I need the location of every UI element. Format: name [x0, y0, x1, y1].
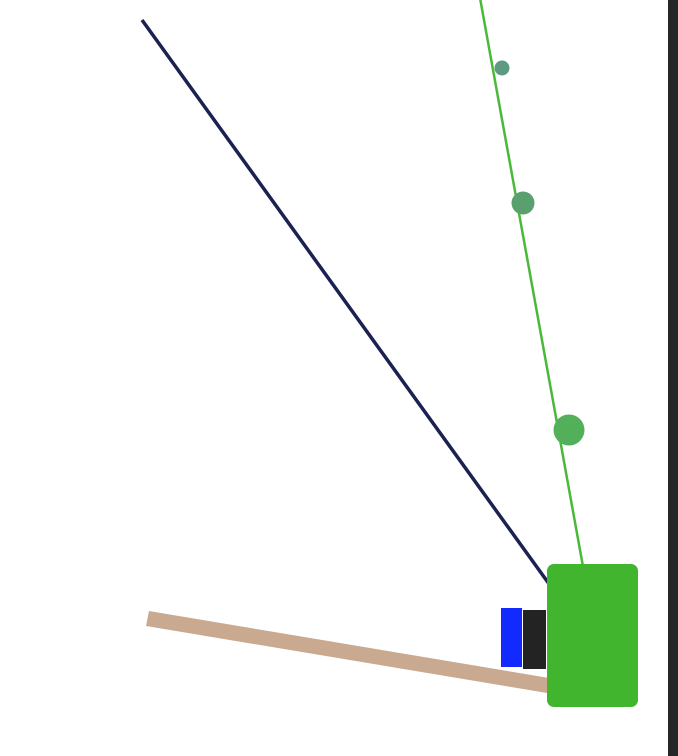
trajectory-dot-large: [553, 414, 585, 446]
wheel-middle-dark: [523, 610, 546, 669]
dark-aim-line: [140, 18, 554, 590]
wheel-left-blue: [501, 608, 522, 667]
ground-plank: [146, 611, 555, 694]
trajectory-dot-small: [494, 60, 510, 76]
trajectory-dot-medium: [511, 191, 535, 215]
green-trajectory-line: [479, 0, 586, 573]
player-block[interactable]: [547, 564, 638, 707]
window-edge-bar: [668, 0, 678, 756]
